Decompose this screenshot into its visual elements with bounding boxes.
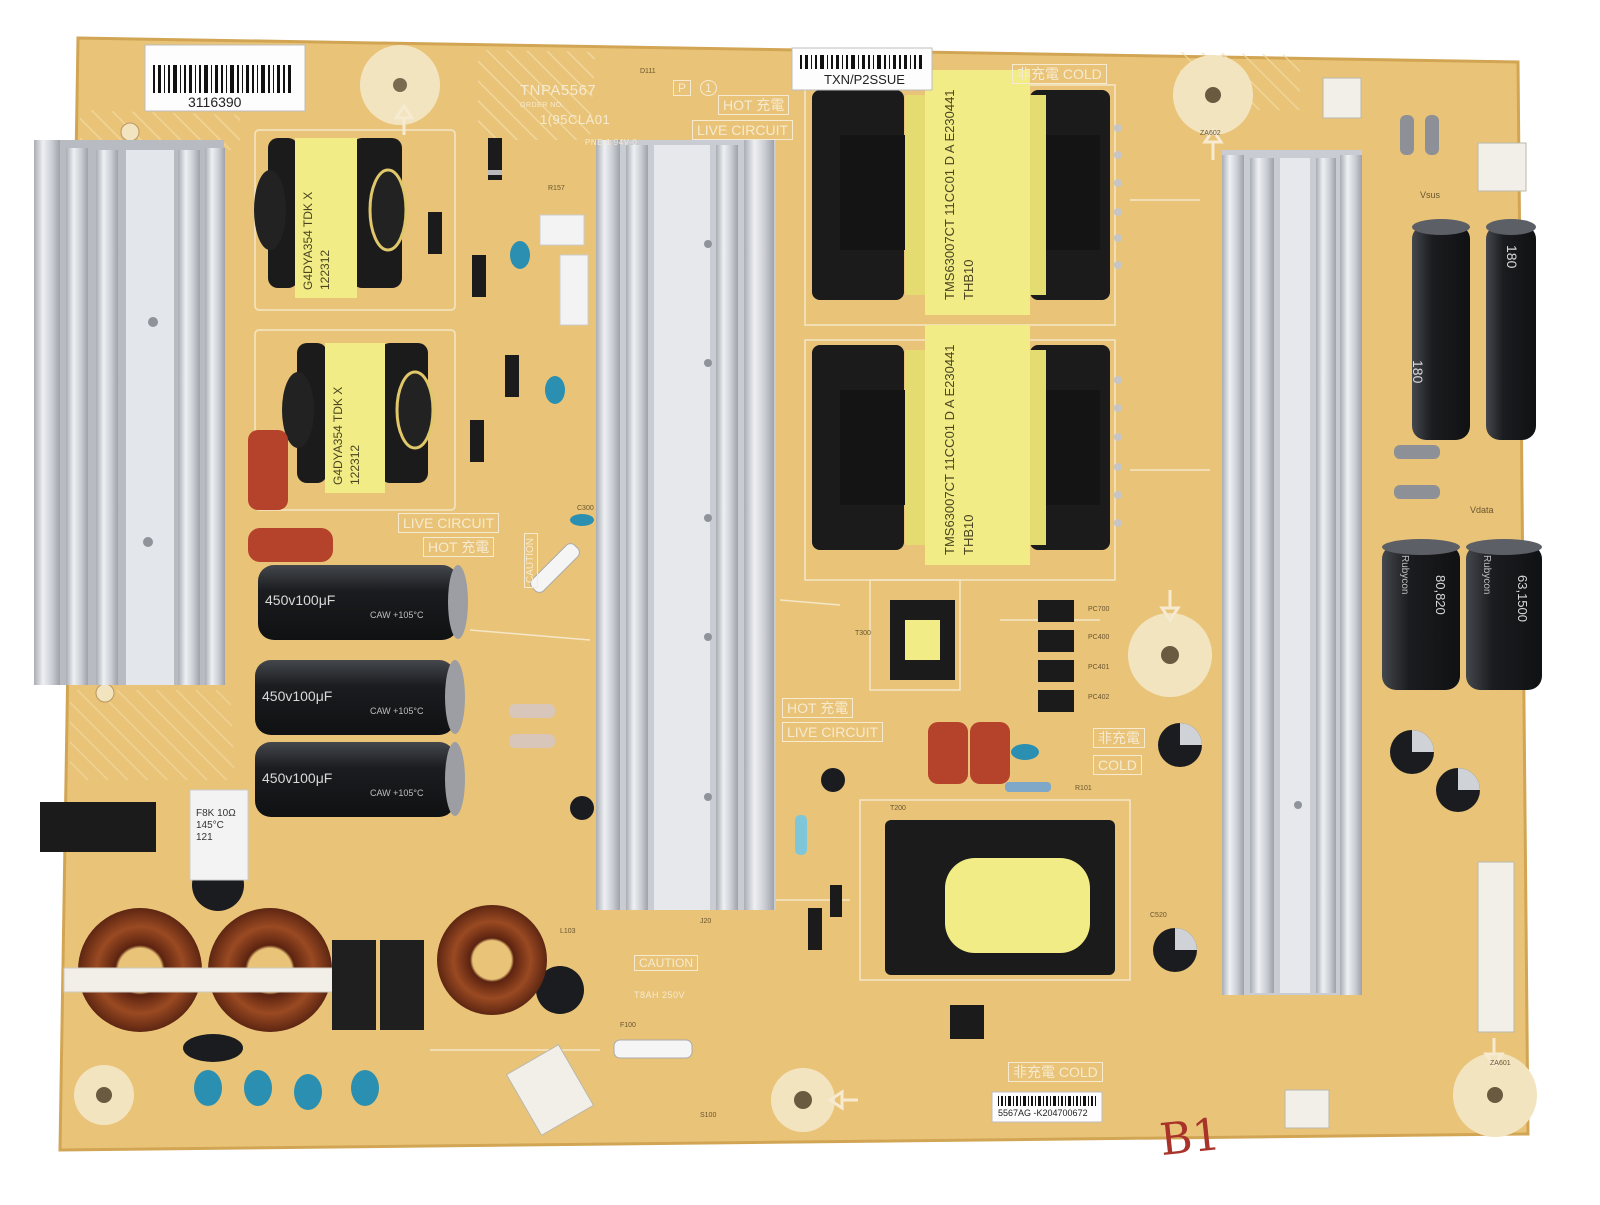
opto-couplers [40,600,1074,1039]
barcode-number: 3116390 [188,94,242,110]
live-circuit-top: LIVE CIRCUIT [692,120,794,140]
pcb-board [58,36,1530,1152]
connectors [505,77,1527,1136]
ref-f100: F100 [620,1022,636,1029]
stickers [144,44,1103,1123]
ref-t200: T200 [890,805,906,812]
ceramic-caps [194,241,1039,1110]
resistors [189,115,1440,881]
small-transformer-2 [282,343,435,493]
ref-pc402: PC402 [1088,694,1110,701]
ref-t300: T300 [855,630,871,637]
transformer-top-1 [812,70,1110,315]
ref-za601: ZA601 [1490,1060,1511,1067]
small-transformer-1-marking: G4DYA354 TDK X 122312 [301,191,332,290]
ref-vsus: Vsus [1420,190,1441,200]
heatsink-left [34,140,225,685]
electrolytic-caps-left [255,565,468,817]
rating-code: PNE-1 94V-0 [585,138,638,147]
order-no: ORDER NO. [520,102,565,109]
ref-c300: C300 [577,505,594,512]
transformer-top-2-marking: TMS63007CT 11CC01 D A E230441 THB10 [942,344,976,555]
board-model: TNPA5567 [520,82,597,99]
ref-vdata: Vdata [1470,505,1494,515]
ref-pc401: PC401 [1088,664,1110,671]
cold-label-top: 非充電 COLD [1012,64,1107,84]
ref-pc700: PC700 [1088,606,1110,613]
fuse-rating: T8AH 250V [634,990,686,1000]
handwriting-b1: B1 [1157,1108,1223,1167]
hot-label-top: HOT 充電 [718,95,790,115]
ref-l103: L103 [560,928,576,935]
transformer-top-1-marking: TMS63007CT 11CC01 D A E230441 THB10 [942,89,976,300]
live-circuit-mid: LIVE CIRCUIT [782,722,884,742]
heatsink-right [1222,150,1362,995]
transformer-top-2 [812,325,1110,565]
ref-c520: C520 [1150,912,1167,919]
diodes [428,138,842,950]
ref-s100: S100 [700,1112,717,1119]
caution-left: CAUTION [524,533,538,588]
board-rev-2: 1 [700,80,717,96]
cap-left-1-temp: CAW +105°C [370,610,424,620]
cap-right-brand-2: Rubycon [1481,555,1492,595]
top-sticker-text: TXN/P2SSUE [824,72,905,87]
transformer-bottom [885,600,1115,975]
toroid-inductors [63,905,547,1032]
mounting-holes [74,45,1537,1137]
version-code: 1(95CLA01 [540,112,611,127]
ref-r101: R101 [1075,785,1092,792]
cap-right-3-marking: 80,820 [1433,575,1448,615]
fuses [530,543,693,1059]
ref-pc400: PC400 [1088,634,1110,641]
film-caps [248,430,1010,784]
cap-left-2-temp: CAW +105°C [370,706,424,716]
resistor-tag-marking: F8K 10Ω 145°C 121 [196,808,236,843]
hot-label-left: HOT 充電 [423,537,495,557]
cap-right-brand-1: Rubycon [1399,555,1410,595]
cold-label-mid: 非充電 [1093,728,1145,748]
heatsink-center [596,140,776,910]
cap-right-4-marking: 63,1500 [1515,575,1530,622]
bottom-sticker-text: 5567AG -K204700672 [998,1108,1088,1118]
ref-j20: J20 [700,918,712,925]
silk-arrows [393,103,1505,1111]
cap-left-3-temp: CAW +105°C [370,788,424,798]
hot-label-mid: HOT 充電 [782,698,854,718]
cold-label-mid-2: COLD [1093,755,1142,775]
small-transformer-2-marking: G4DYA354 TDK X 122312 [331,386,362,485]
cold-label-bottom: 非充電 COLD [1008,1062,1103,1082]
ref-d111: D111 [640,68,656,75]
live-circuit-left: LIVE CIRCUIT [398,513,500,533]
ref-r157: R157 [548,185,565,192]
caution-bottom: CAUTION [634,955,698,971]
cap-right-1-marking: 180 [1410,360,1426,384]
ref-za602: ZA602 [1200,130,1221,137]
electrolytic-caps-right [1382,219,1542,690]
board-rev: P [673,80,692,96]
small-transformer-1 [254,138,408,298]
cap-left-3-marking: 450v100μF [262,770,333,786]
cap-right-2-marking: 180 [1504,245,1520,269]
cap-left-2-marking: 450v100μF [262,688,333,704]
cap-left-1-marking: 450v100μF [265,592,336,608]
